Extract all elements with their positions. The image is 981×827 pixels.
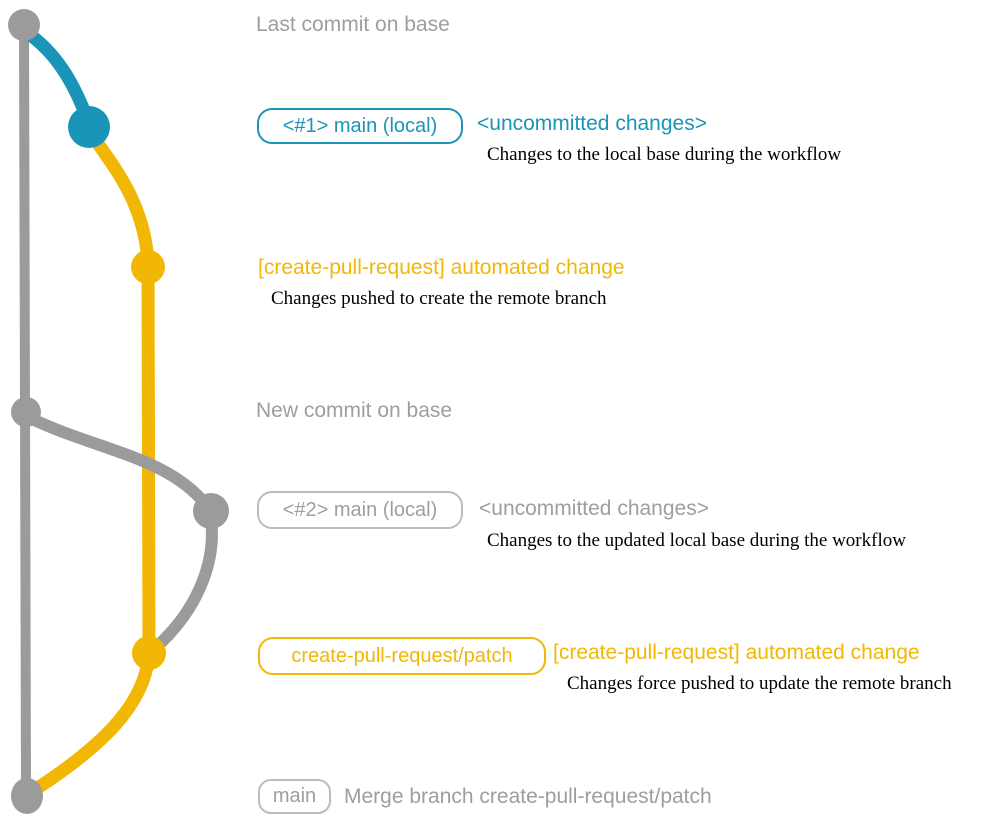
commit-dot-local-1 [68, 106, 110, 148]
uncommitted-changes-desc-2: Changes to the updated local base during… [487, 530, 906, 551]
badge-main-label: main [272, 785, 317, 807]
uncommitted-changes-desc-1: Changes to the local base during the wor… [487, 144, 842, 165]
merge-branch-label: Merge branch create-pull-request/patch [344, 785, 712, 808]
uncommitted-branch-2-curve-in [22, 411, 213, 512]
automated-change-desc-1: Changes pushed to create the remote bran… [271, 288, 607, 309]
last-commit-label: Last commit on base [256, 13, 450, 36]
badge-create-pull-request-patch: create-pull-request/patch [258, 637, 546, 675]
automated-change-desc-2: Changes force pushed to update the remot… [567, 673, 952, 694]
automated-change-label-2: [create-pull-request] automated change [553, 641, 920, 664]
uncommitted-branch-2-curve-out [147, 506, 218, 656]
badge-main: main [258, 779, 331, 814]
badge-main-local-1: <#1> main (local) [257, 108, 463, 144]
badge-create-pull-request-patch-label: create-pull-request/patch [291, 644, 513, 667]
badge-main-local-2-label: <#2> main (local) [282, 498, 438, 521]
commit-dot-merge [11, 778, 43, 814]
commit-dot-pr-2 [132, 636, 166, 670]
badge-main-local-1-label: <#1> main (local) [282, 114, 438, 137]
badge-main-local-2: <#2> main (local) [257, 491, 463, 529]
new-commit-label: New commit on base [256, 399, 453, 422]
commit-dot-base-top [8, 9, 40, 41]
commit-dot-local-2 [193, 493, 229, 529]
commit-dot-base-new [11, 397, 41, 427]
automated-change-label-1: [create-pull-request] automated change [258, 256, 625, 279]
uncommitted-changes-label-1: <uncommitted changes> [477, 112, 707, 135]
commit-dot-pr-1 [131, 250, 165, 284]
uncommitted-changes-label-2: <uncommitted changes> [479, 497, 709, 520]
git-graph [8, 9, 229, 814]
